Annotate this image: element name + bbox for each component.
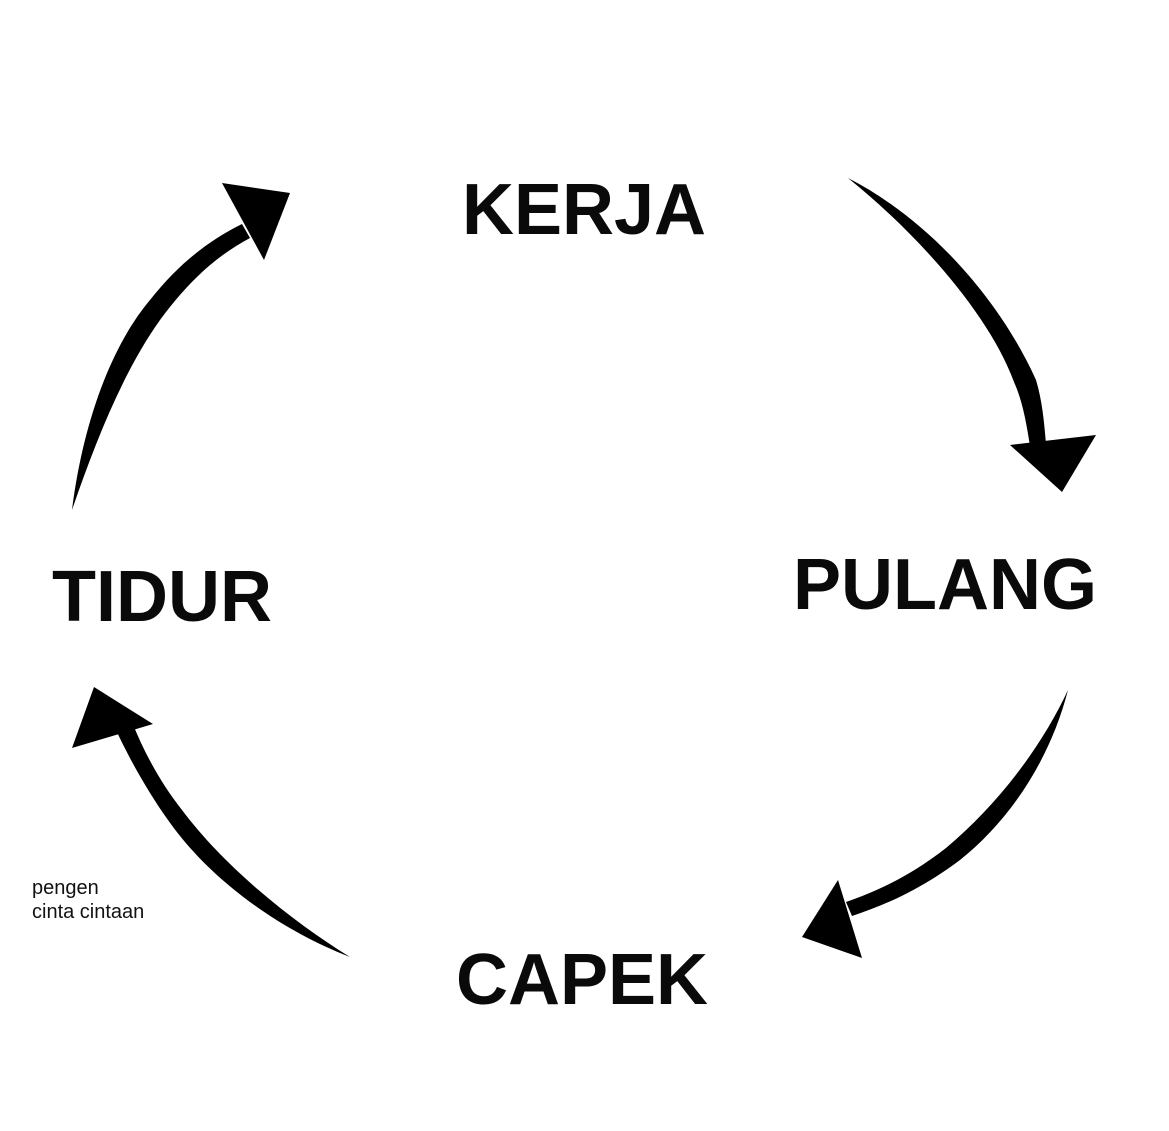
node-kerja: KERJA: [462, 170, 707, 250]
arrow-kerja-to-pulang-icon: [848, 178, 1096, 492]
node-pulang: PULANG: [793, 545, 1097, 625]
node-tidur: TIDUR: [52, 557, 272, 637]
node-capek: CAPEK: [456, 940, 709, 1020]
arrow-tidur-to-kerja-icon: [72, 183, 290, 510]
annotation-line-1: pengen: [32, 877, 99, 899]
arrow-capek-to-tidur-icon: [72, 687, 350, 957]
annotation-line-2: cinta cintaan: [32, 901, 145, 923]
arrow-pulang-to-capek-icon: [802, 690, 1068, 958]
edge-annotation: pengen cinta cintaan: [32, 876, 144, 924]
